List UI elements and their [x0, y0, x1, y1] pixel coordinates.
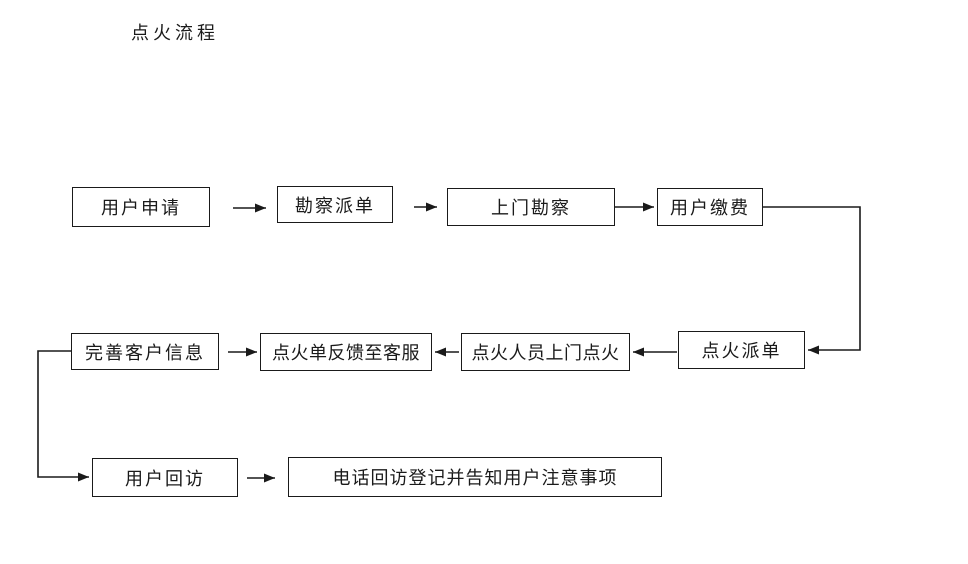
flow-node-ignition-staff-onsite: 点火人员上门点火 — [461, 333, 630, 371]
flow-node-label: 点火单反馈至客服 — [272, 343, 420, 363]
flow-node-user-followup: 用户回访 — [92, 458, 238, 497]
flow-node-label: 完善客户信息 — [85, 342, 205, 363]
flow-node-label: 用户缴费 — [670, 198, 750, 218]
flow-node-label: 点火派单 — [701, 341, 782, 361]
flow-node-survey-dispatch: 勘察派单 — [277, 186, 393, 223]
flow-node-ignition-dispatch: 点火派单 — [678, 331, 805, 369]
flow-node-complete-customer-info: 完善客户信息 — [71, 333, 219, 370]
flow-node-user-payment: 用户缴费 — [657, 188, 763, 226]
flow-node-label: 点火人员上门点火 — [471, 343, 620, 363]
diagram-title: 点火流程 — [131, 23, 219, 43]
flow-node-label: 用户回访 — [125, 468, 205, 489]
flow-node-phone-followup-registration: 电话回访登记并告知用户注意事项 — [288, 457, 662, 497]
flow-node-ignition-feedback-to-service: 点火单反馈至客服 — [260, 333, 432, 371]
flow-node-label: 用户申请 — [101, 198, 181, 218]
flow-node-label: 勘察派单 — [295, 195, 375, 216]
flow-node-user-application: 用户申请 — [72, 187, 210, 227]
flow-node-onsite-survey: 上门勘察 — [447, 188, 615, 226]
flow-node-label: 上门勘察 — [491, 198, 571, 218]
flow-node-label: 电话回访登记并告知用户注意事项 — [332, 468, 618, 488]
connector-user-payment-to-ignition-dispatch — [763, 206, 861, 355]
